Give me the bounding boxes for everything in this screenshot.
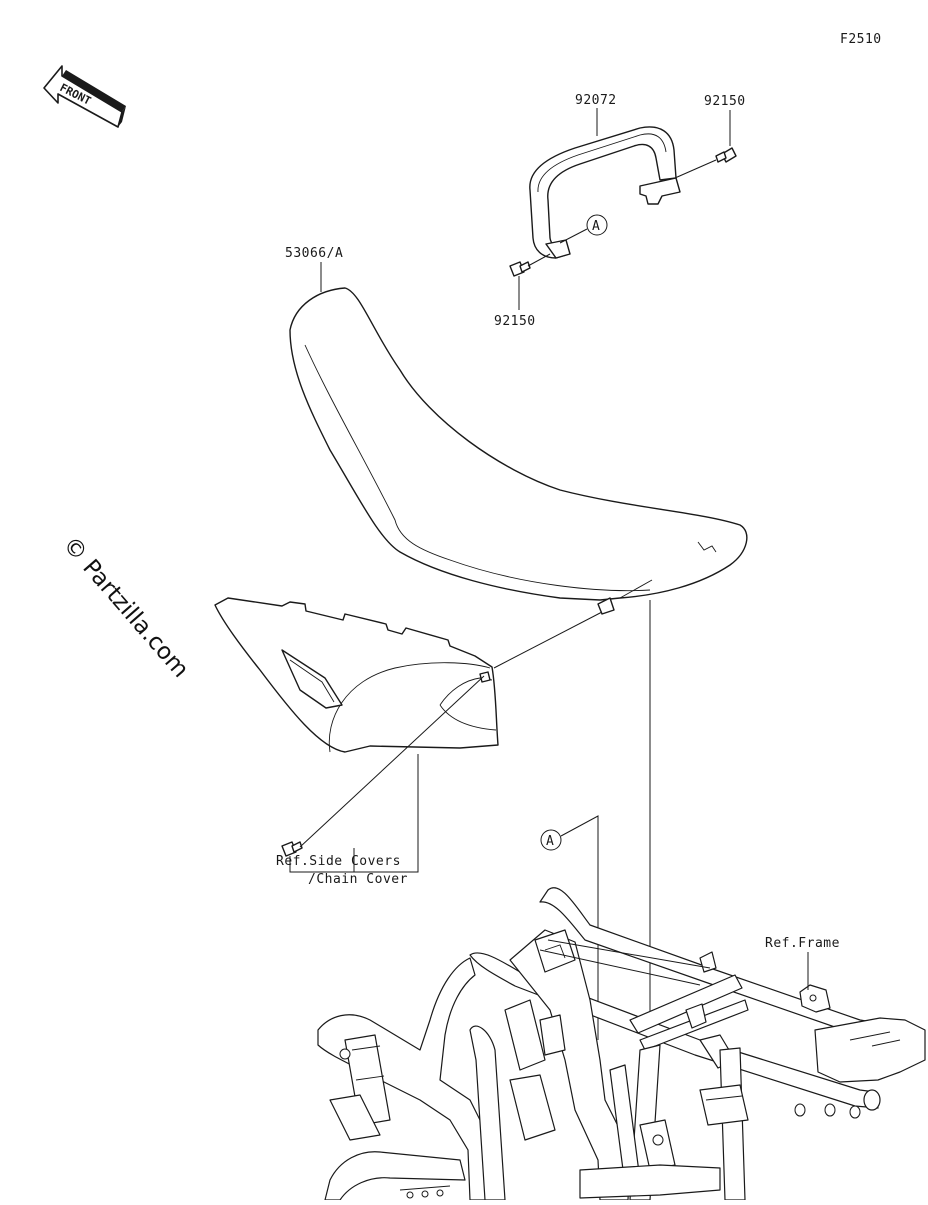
label-ref-side-line2: /Chain Cover	[308, 872, 408, 887]
callout-a-bottom-label: A	[546, 834, 554, 849]
diagram-code: F2510	[840, 32, 882, 47]
dash-seat-to-cover	[493, 611, 603, 669]
bolt-left-part	[509, 261, 531, 277]
callout-a-bottom-circle	[540, 829, 562, 851]
dash-frame-ref-2	[539, 949, 701, 986]
dash-bolt-left	[527, 253, 551, 267]
seat-part	[289, 287, 748, 615]
callout-a-top-circle	[586, 214, 608, 236]
leader-callout-a-top	[559, 228, 588, 244]
callout-a-top-label: A	[592, 219, 600, 234]
side-cover-part	[214, 597, 499, 753]
label-ref-side-line1: Ref.Side Covers	[276, 854, 401, 869]
dash-frame-ref-1	[547, 939, 711, 969]
front-arrow-icon: FRONT	[43, 65, 126, 128]
leader-callout-a-bottom	[560, 815, 599, 1040]
label-grab-handle: 92072	[575, 93, 617, 108]
grab-handle-part	[529, 126, 681, 259]
label-ref-frame: Ref.Frame	[765, 936, 840, 951]
watermark: © Partzilla.com	[57, 532, 193, 683]
label-bolt-left: 92150	[494, 314, 536, 329]
label-bolt-right: 92150	[704, 94, 746, 109]
side-cover-bolt-part	[281, 841, 303, 857]
label-seat: 53066/A	[285, 246, 343, 261]
frame-part	[317, 887, 926, 1201]
bolt-right-part	[715, 147, 737, 163]
dash-bolt-right	[674, 159, 717, 179]
dash-cover-bolt	[299, 675, 485, 848]
